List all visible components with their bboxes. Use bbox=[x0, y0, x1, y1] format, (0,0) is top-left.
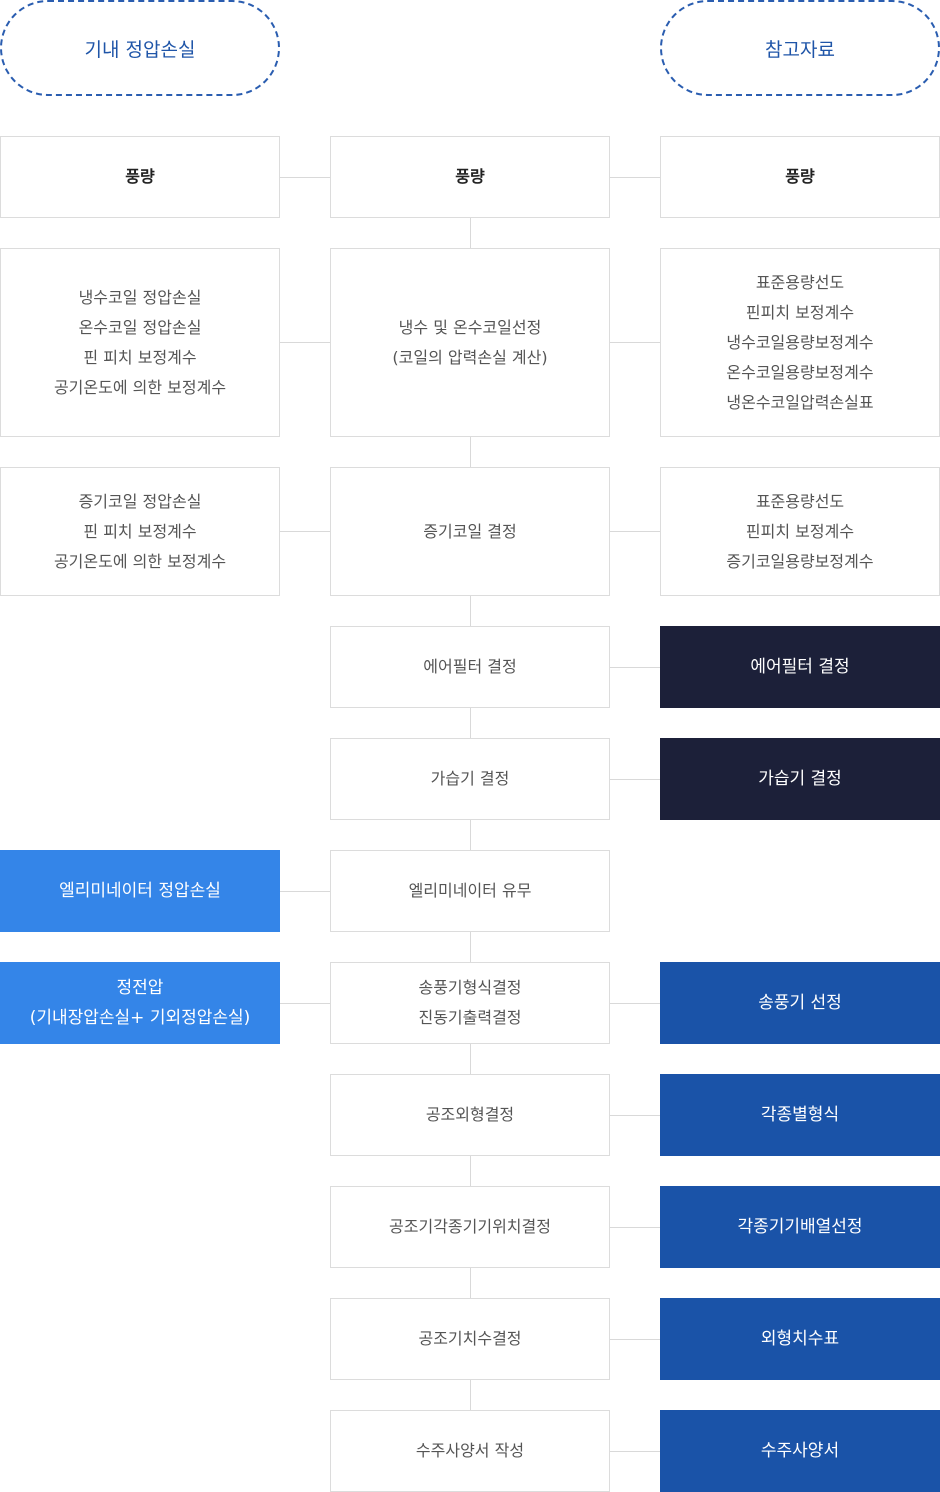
center-blower-box: 송풍기형식결정 진동기출력결정 bbox=[330, 962, 610, 1044]
left-fan-volume-box: 풍량 bbox=[0, 136, 280, 218]
connector-right-spec bbox=[609, 1451, 661, 1452]
connector-right-types bbox=[609, 1115, 661, 1116]
connector-right-humidifier bbox=[609, 779, 661, 780]
center-air-filter-label: 에어필터 결정 bbox=[423, 657, 517, 676]
left-fan-volume-label: 풍량 bbox=[125, 167, 155, 186]
right-humidifier-box: 가습기 결정 bbox=[660, 738, 940, 820]
center-coil-selection-line: (코일의 압력손실 계산) bbox=[392, 347, 548, 367]
right-coil-refs-box: 표준용량선도 핀피치 보정계수 냉수코일용량보정계수 온수코일용량보정계수 냉온… bbox=[660, 248, 940, 437]
center-ahu-dimension-label: 공조기치수결정 bbox=[418, 1329, 522, 1348]
left-coil-loss-line: 온수코일 정압손실 bbox=[78, 317, 202, 337]
right-arrangement-label: 각종기기배열선정 bbox=[737, 1217, 863, 1237]
right-coil-ref-line: 핀피치 보정계수 bbox=[745, 302, 855, 322]
right-fan-volume-label: 풍량 bbox=[785, 167, 815, 186]
right-types-box: 각종별형식 bbox=[660, 1074, 940, 1156]
left-coil-loss-line: 냉수코일 정압손실 bbox=[78, 287, 202, 307]
left-steam-loss-line: 증기코일 정압손실 bbox=[78, 491, 202, 511]
connector-left-steam bbox=[279, 531, 331, 532]
right-blower-box: 송풍기 선정 bbox=[660, 962, 940, 1044]
center-steam-coil-box: 증기코일 결정 bbox=[330, 467, 610, 596]
right-fan-volume-box: 풍량 bbox=[660, 136, 940, 218]
center-eliminator-label: 엘리미네이터 유무 bbox=[408, 881, 532, 900]
right-coil-ref-line: 온수코일용량보정계수 bbox=[726, 362, 874, 382]
center-coil-selection-line: 냉수 및 온수코일선정 bbox=[398, 317, 542, 337]
right-spec-sheet-label: 수주사양서 bbox=[760, 1441, 840, 1461]
left-steam-loss-line: 공기온도에 의한 보정계수 bbox=[53, 551, 227, 571]
center-fan-volume-label: 풍량 bbox=[455, 167, 485, 186]
center-eliminator-box: 엘리미네이터 유무 bbox=[330, 850, 610, 932]
header-right-label: 참고자료 bbox=[765, 38, 835, 61]
center-equipment-position-box: 공조기각종기기위치결정 bbox=[330, 1186, 610, 1268]
right-air-filter-label: 에어필터 결정 bbox=[750, 657, 850, 677]
right-spec-sheet-box: 수주사양서 bbox=[660, 1410, 940, 1492]
right-blower-label: 송풍기 선정 bbox=[758, 993, 842, 1013]
header-left-pill: 기내 정압손실 bbox=[0, 0, 280, 96]
center-humidifier-box: 가습기 결정 bbox=[330, 738, 610, 820]
left-eliminator-loss-label: 엘리미네이터 정압손실 bbox=[59, 881, 221, 901]
center-ahu-shape-box: 공조외형결정 bbox=[330, 1074, 610, 1156]
right-dimension-table-label: 외형치수표 bbox=[760, 1329, 840, 1349]
center-steam-coil-label: 증기코일 결정 bbox=[423, 521, 517, 541]
connector-right-arrangement bbox=[609, 1227, 661, 1228]
center-spec-sheet-label: 수주사양서 작성 bbox=[415, 1441, 525, 1460]
connector-right-fan bbox=[609, 177, 661, 178]
left-steam-loss-line: 핀 피치 보정계수 bbox=[83, 521, 197, 541]
connector-left-static bbox=[279, 1003, 331, 1004]
connector-left-coil bbox=[279, 342, 331, 343]
connector-right-steam bbox=[609, 531, 661, 532]
center-ahu-shape-label: 공조외형결정 bbox=[425, 1105, 515, 1124]
center-coil-selection-box: 냉수 및 온수코일선정 (코일의 압력손실 계산) bbox=[330, 248, 610, 437]
left-coil-loss-line: 핀 피치 보정계수 bbox=[83, 347, 197, 367]
center-equipment-position-label: 공조기각종기기위치결정 bbox=[389, 1217, 551, 1236]
right-humidifier-label: 가습기 결정 bbox=[758, 769, 842, 789]
right-types-label: 각종별형식 bbox=[760, 1105, 840, 1125]
center-blower-line: 진동기출력결정 bbox=[418, 1008, 522, 1027]
connector-right-dimension bbox=[609, 1339, 661, 1340]
right-steam-ref-line: 표준용량선도 bbox=[755, 491, 845, 511]
right-air-filter-box: 에어필터 결정 bbox=[660, 626, 940, 708]
left-coil-loss-line: 공기온도에 의한 보정계수 bbox=[53, 377, 227, 397]
left-static-pressure-line: (기내장압손실+ 기외정압손실) bbox=[29, 1008, 251, 1028]
left-static-pressure-line: 정전압 bbox=[116, 978, 164, 998]
right-arrangement-box: 각종기기배열선정 bbox=[660, 1186, 940, 1268]
center-blower-line: 송풍기형식결정 bbox=[418, 978, 522, 997]
left-coil-losses-box: 냉수코일 정압손실 온수코일 정압손실 핀 피치 보정계수 공기온도에 의한 보… bbox=[0, 248, 280, 437]
right-dimension-table-box: 외형치수표 bbox=[660, 1298, 940, 1380]
center-air-filter-box: 에어필터 결정 bbox=[330, 626, 610, 708]
connector-right-coil bbox=[609, 342, 661, 343]
right-coil-ref-line: 냉온수코일압력손실표 bbox=[726, 392, 874, 412]
left-static-pressure-box: 정전압 (기내장압손실+ 기외정압손실) bbox=[0, 962, 280, 1044]
right-coil-ref-line: 표준용량선도 bbox=[755, 272, 845, 292]
right-steam-refs-box: 표준용량선도 핀피치 보정계수 증기코일용량보정계수 bbox=[660, 467, 940, 596]
header-right-pill: 참고자료 bbox=[660, 0, 940, 96]
right-steam-ref-line: 증기코일용량보정계수 bbox=[726, 551, 874, 571]
connector-right-blower bbox=[609, 1003, 661, 1004]
center-fan-volume-box: 풍량 bbox=[330, 136, 610, 218]
connector-right-filter bbox=[609, 667, 661, 668]
right-steam-ref-line: 핀피치 보정계수 bbox=[745, 521, 855, 541]
left-eliminator-loss-box: 엘리미네이터 정압손실 bbox=[0, 850, 280, 932]
right-coil-ref-line: 냉수코일용량보정계수 bbox=[726, 332, 874, 352]
left-steam-losses-box: 증기코일 정압손실 핀 피치 보정계수 공기온도에 의한 보정계수 bbox=[0, 467, 280, 596]
center-ahu-dimension-box: 공조기치수결정 bbox=[330, 1298, 610, 1380]
center-spec-sheet-box: 수주사양서 작성 bbox=[330, 1410, 610, 1492]
header-left-label: 기내 정압손실 bbox=[84, 38, 196, 61]
connector-left-fan bbox=[279, 177, 331, 178]
center-humidifier-label: 가습기 결정 bbox=[430, 769, 510, 788]
connector-left-eliminator bbox=[279, 891, 331, 892]
